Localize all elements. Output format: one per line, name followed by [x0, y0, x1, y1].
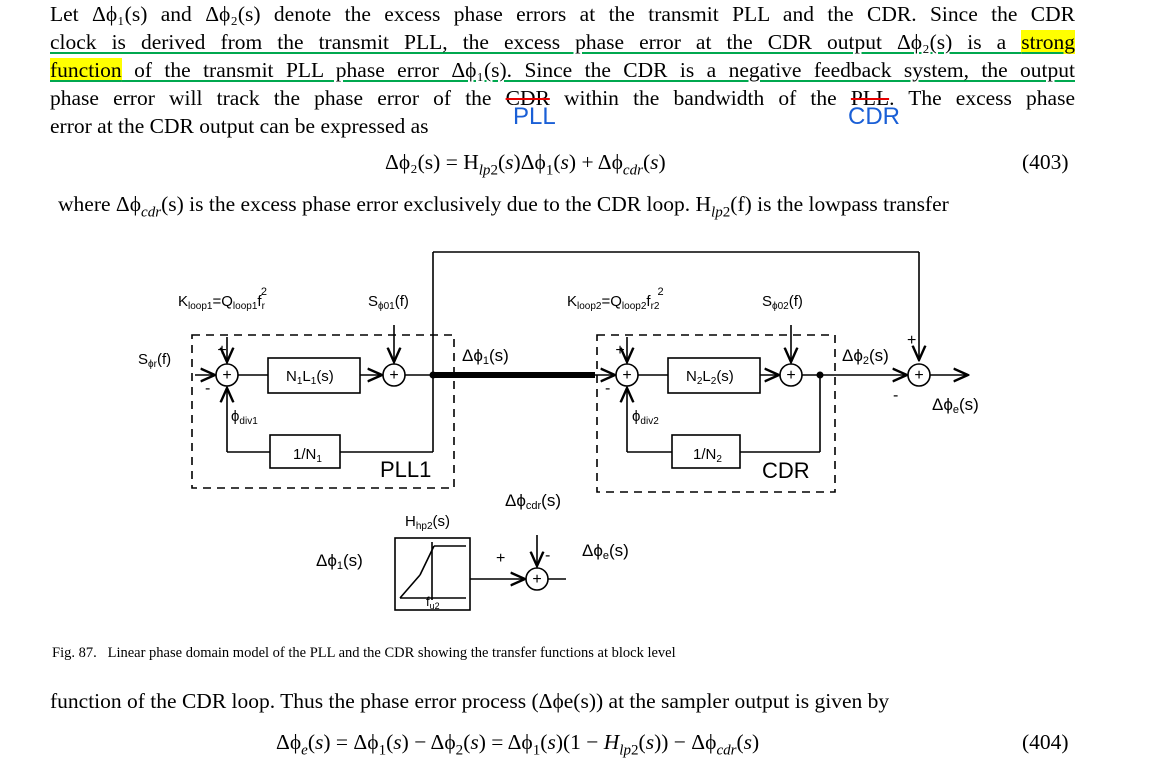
equation-403-number: (403) — [1022, 150, 1069, 174]
dphie-label: Δϕe(s) — [932, 395, 979, 416]
strike-cdr: CDR — [505, 86, 550, 110]
dphicdr-label: Δϕcdr(s) — [505, 491, 561, 512]
minus-sign: - — [605, 380, 610, 397]
dphi1-label: Δϕ1(s) — [462, 346, 509, 367]
n1l1-label: N1L1(s) — [286, 368, 334, 387]
sphi01-label: Sϕ01(f) — [368, 293, 409, 312]
equation-404-number: (404) — [1022, 730, 1069, 754]
para1-line5: error at the CDR output can be expressed… — [50, 114, 429, 138]
para1-line2: clock is derived from the transmit PLL, … — [50, 30, 1075, 54]
sum-plus: + — [222, 367, 231, 384]
paragraph-1: Let Δϕ₁(s) and Δϕ₂(s) denote the excess … — [50, 0, 1075, 140]
sum-plus: + — [532, 571, 541, 588]
annotation-cdr: CDR — [848, 103, 900, 130]
figure-caption: Fig. 87. Linear phase domain model of th… — [52, 645, 676, 661]
sum-plus: + — [622, 367, 631, 384]
para1-line3: function of the transmit PLL phase error… — [50, 58, 1075, 82]
equation-403: Δϕ₂(s) = Hlp2(s)Δϕ1(s) + Δϕcdr(s) — [385, 150, 666, 179]
para1-line1: Let Δϕ₁(s) and Δϕ₂(s) denote the excess … — [50, 2, 1075, 26]
sum-plus: + — [389, 367, 398, 384]
n2l2-label: N2L2(s) — [686, 368, 734, 387]
phi-div2-label: ϕdiv2 — [632, 408, 659, 427]
plus-sign: + — [615, 342, 624, 359]
plus-sign: + — [907, 332, 916, 349]
paragraph-3: function of the CDR loop. Thus the phase… — [50, 687, 1040, 715]
phi-div1-label: ϕdiv1 — [231, 408, 258, 427]
paragraph-2: where Δϕcdr(s) is the excess phase error… — [58, 190, 1075, 226]
sum-plus: + — [786, 367, 795, 384]
highlight-function: function — [50, 58, 122, 82]
para2-line1: where Δϕcdr(s) is the excess phase error… — [58, 192, 949, 221]
fu2-label: fu2 — [426, 594, 440, 611]
inv-n1-label: 1/N1 — [293, 446, 322, 465]
plus-sign: + — [496, 550, 505, 567]
plus-sign: + — [217, 342, 226, 359]
hhp2-label: Hhp2(s) — [405, 513, 450, 532]
equation-404: Δϕe(s) = Δϕ1(s) − Δϕ2(s) = Δϕ1(s)(1 − Hl… — [276, 730, 760, 759]
minus-sign: - — [893, 387, 898, 404]
minus-sign: - — [205, 380, 210, 397]
dphi2-label: Δϕ2(s) — [842, 346, 889, 367]
highlight-strong: strong — [1021, 30, 1075, 54]
inv-n2-label: 1/N2 — [693, 446, 722, 465]
cdr-label: CDR — [762, 458, 810, 483]
kloop2-label: Kloop2=Qloop2fr22 — [567, 286, 664, 312]
para1-line4: phase error will track the phase error o… — [50, 86, 1076, 110]
sphi02-label: Sϕ02(f) — [762, 293, 803, 312]
pll1-label: PLL1 — [380, 457, 431, 482]
minus-sign: - — [545, 547, 550, 564]
sum-plus: + — [914, 367, 923, 384]
strike-pll: PLL — [850, 86, 890, 110]
para3-line1: function of the CDR loop. Thus the phase… — [50, 689, 890, 713]
kloop1-label: Kloop1=Qloop1fr2 — [178, 286, 267, 312]
dphi1-input-label: Δϕ1(s) — [316, 551, 363, 572]
sphir-label: Sϕr(f) — [138, 351, 171, 370]
dphie-output-label: Δϕe(s) — [582, 541, 629, 562]
block-diagram: + - + - + - + - + + + + + + Kloop1=Qloop… — [138, 251, 979, 611]
annotation-pll: PLL — [513, 103, 556, 130]
